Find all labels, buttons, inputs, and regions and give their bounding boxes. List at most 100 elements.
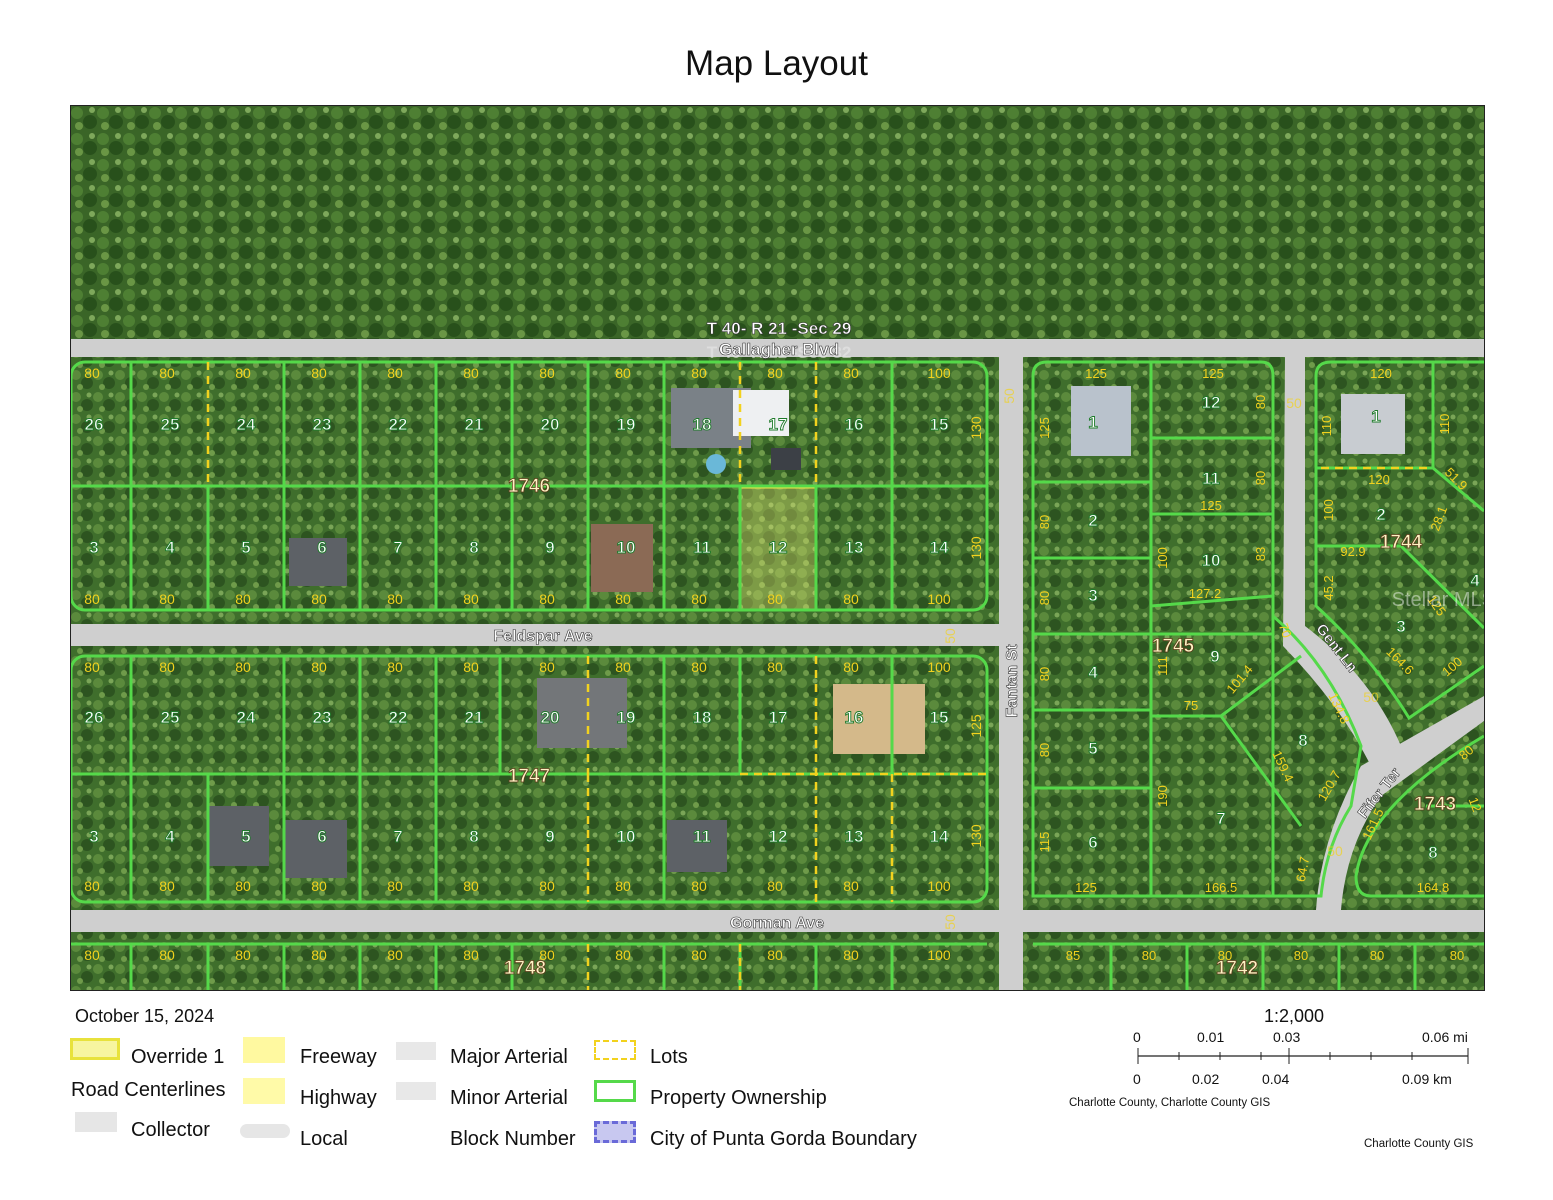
block-number: 1747 [508,766,550,787]
map-date: October 15, 2024 [75,1006,215,1026]
lot-number: 5 [241,538,250,557]
house [209,806,269,866]
lot-number: 24 [237,708,256,727]
credit-text: Charlotte County, Charlotte County GIS [1069,1097,1271,1109]
map-label: 80 [767,365,783,381]
map-label: 80 [235,947,251,963]
map-label: 164.8 [1417,880,1450,895]
lot-number: 9 [545,538,554,557]
lot-number: 3 [1088,586,1097,605]
map-label: 166.5 [1205,880,1238,895]
house [833,684,925,754]
lot-number: 10 [617,538,636,557]
map-label: 80 [767,947,783,963]
lot-lines [206,362,1433,990]
map-label: 80 [463,659,479,675]
map-label: 80 [84,365,100,381]
block-number: 1743 [1414,794,1456,815]
map-label: 125 [968,714,984,738]
map-label: 125 [1037,417,1052,439]
map-label: 50 [1001,388,1017,404]
map-image[interactable]: T 40- R 21 -Sec 32 T 40- R 21 -Sec 29 Ga… [70,105,1485,991]
map-label: 12 [1466,795,1484,814]
map-label: 80 [159,878,175,894]
map-label: 80 [843,947,859,963]
lot-number: 6 [317,827,326,846]
map-label: 45.2 [1321,575,1336,600]
lot-number: 25 [161,708,180,727]
map-label: 80 [235,365,251,381]
lot-number-subject: 12 [769,538,788,557]
house [285,820,347,878]
map-label: 100 [927,878,951,894]
pool [706,454,726,474]
lot-number: 8 [469,827,478,846]
legend-lots: Lots [650,1046,688,1068]
map-label: 80 [311,947,327,963]
lot-number: 11 [693,827,711,846]
map-label: 80 [615,947,631,963]
map-label: 80 [1037,743,1052,757]
lot-number: 9 [1210,647,1219,666]
section-label: T 40- R 21 -Sec 29 [707,319,852,338]
map-label: 80 [539,591,555,607]
legend-property-ownership: Property Ownership [650,1087,827,1109]
lot-number: 23 [313,415,332,434]
lot-number: 21 [465,415,484,434]
lot-number: 1 [1088,413,1097,432]
house [591,524,653,592]
map-label: 80 [235,878,251,894]
lot-vegetation [71,338,1484,990]
scale-km-label: 0.04 [1262,1071,1290,1087]
lot-number: 4 [1470,571,1480,590]
map-label: 110 [1437,414,1452,435]
house [289,538,347,586]
lot-number: 22 [389,708,408,727]
lot-number: 6 [1088,833,1097,852]
lot-number: 4 [165,827,175,846]
scale-mi-label: 0.01 [1197,1029,1225,1045]
lot-number: 17 [769,415,788,434]
map-label: 50 [1363,689,1379,705]
scale-mi-label: 0 [1133,1029,1141,1045]
section-label-ghost: T 40- R 21 -Sec 32 [707,343,852,362]
watermark: Stellar MLS [1392,589,1484,611]
street-label-feldspar: Feldspar Ave [493,628,592,645]
map-label: 130 [968,416,984,440]
house [537,678,627,748]
lot-number: 7 [393,827,402,846]
scale-km-label: 0.09 km [1402,1071,1452,1087]
block-number: 1742 [1216,958,1258,979]
property-ownership-swatch [594,1080,636,1102]
map-label: 80 [387,878,403,894]
map-label: 80 [84,947,100,963]
lot-number: 12 [769,827,788,846]
lot-number: 4 [165,538,175,557]
map-label: 80 [539,365,555,381]
lot-number: 20 [541,415,560,434]
lot-number: 24 [237,415,256,434]
map-label: 70 [1276,621,1295,640]
gallagher-blvd-road [71,339,1484,357]
lot-number: 5 [241,827,250,846]
lot-number: 7 [1216,809,1225,828]
map-label: 125 [1075,880,1097,895]
legend-road-centerlines: Road Centerlines [71,1079,226,1101]
lot-number: 18 [693,708,712,727]
legend-freeway: Freeway [300,1046,377,1068]
block-number: 1745 [1152,636,1195,657]
map-label: 80 [159,365,175,381]
map-label: 80 [311,365,327,381]
map-label: 83 [1253,547,1268,561]
map-label: 80 [311,878,327,894]
map-label: 80 [387,365,403,381]
map-label: 80 [387,947,403,963]
lot-number: 15 [930,708,949,727]
legend-collector: Collector [131,1119,210,1141]
lot-number: 11 [1202,469,1220,488]
map-label: 100 [1321,499,1336,521]
map-label: 80 [311,659,327,675]
map-label: 80 [767,591,783,607]
map-label: 125 [1202,366,1224,381]
lot-number: 13 [845,538,864,557]
